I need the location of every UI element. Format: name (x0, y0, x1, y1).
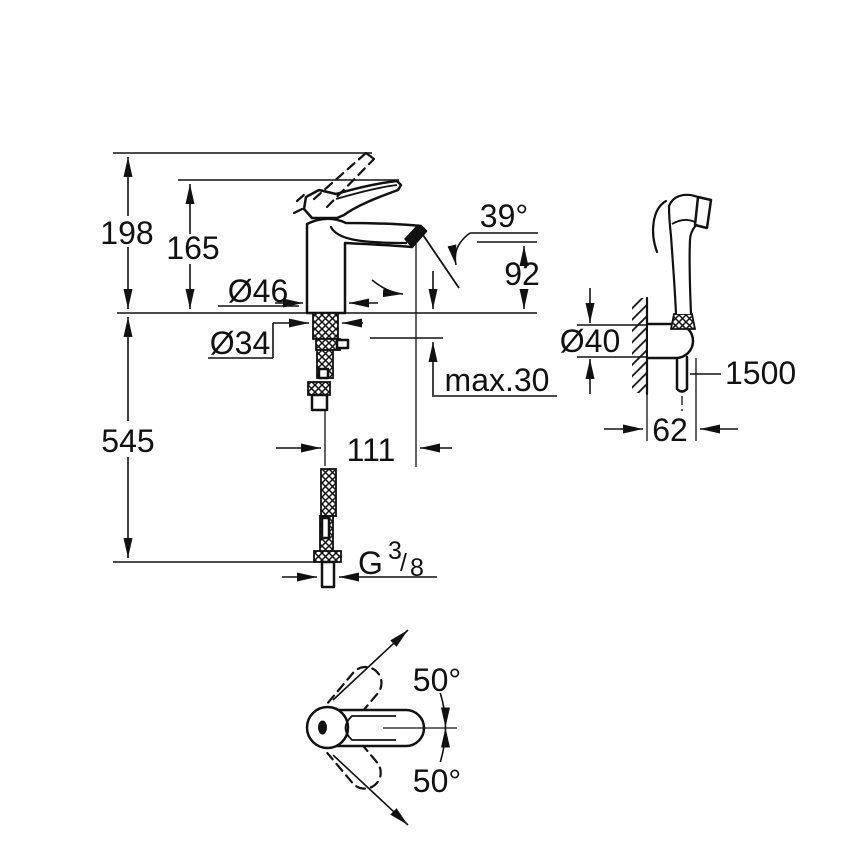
flex-hose-upper (320, 468, 337, 517)
thread-denominator: 8 (410, 554, 424, 582)
top-view-handle-swivel: 50° 50° (305, 629, 461, 826)
shower-hose (675, 355, 689, 393)
hand-sprayer (651, 193, 713, 316)
hose-end-nut (313, 550, 342, 563)
dim-label-spout-reach: 111 (347, 432, 396, 468)
swivel-arc-upper (439, 692, 450, 728)
thread-numerator: 3 (388, 537, 402, 565)
shank-inner-detail (317, 367, 330, 380)
mounting-nut (307, 381, 331, 396)
shank-tab (335, 338, 350, 350)
thread-slash: / (400, 549, 407, 577)
dim-label-outlet-height: 92 (504, 256, 540, 292)
lever-raised-ghost (312, 151, 376, 209)
shower-view-hand-spray: Ø40 1500 62 (560, 193, 796, 448)
dim-label-hose-length: 1500 (725, 355, 796, 391)
thread-size-label: G 3 / 8 (358, 537, 424, 582)
dim-label-max-deck: max.30 (445, 362, 550, 398)
swivel-arc-lower (439, 727, 450, 763)
swivel-limit-line-lower (332, 754, 409, 826)
dim-label-spout-angle: 39° (480, 198, 528, 234)
lever-knob-ghost (292, 192, 307, 215)
dim-label-swivel-upper: 50° (413, 662, 461, 698)
thread-connector-tube (320, 560, 336, 589)
sprayer-grip-left (667, 204, 678, 316)
spout-underside-line (329, 225, 408, 245)
dim-label-shank-diameter: Ø34 (210, 325, 270, 361)
side-view-basin-mixer: 198 165 545 39° 92 (100, 151, 557, 589)
dim-label-lever-height: 165 (166, 230, 219, 266)
handle-blade-inner (344, 715, 396, 741)
dim-label-below-deck: 545 (101, 423, 154, 459)
sprayer-cone-connector (669, 313, 697, 330)
flow-direction-arrow (371, 279, 404, 298)
sprayer-grip-right (688, 223, 698, 316)
threaded-shank-and-hose (307, 312, 350, 589)
faucet-body-outline (305, 217, 428, 315)
dim-label-base-diameter: Ø46 (228, 273, 288, 309)
handle-ghost-lower (326, 731, 382, 790)
hose-coupling (310, 393, 329, 412)
sprayer-trigger-lever (651, 199, 668, 254)
handle-ghost-upper (327, 665, 383, 725)
threaded-shank (312, 312, 339, 340)
dim-label-swivel-lower: 50° (413, 763, 461, 799)
faucet-body (292, 151, 428, 315)
dim-label-total-height: 198 (100, 215, 153, 251)
handle-top-outline (328, 708, 426, 748)
angle-39-arc-arrow (447, 232, 471, 266)
spout-aerator (404, 224, 426, 247)
faucet-lever (302, 179, 403, 220)
pivot-marker-dot (318, 720, 327, 735)
handle-pivot-cap (305, 705, 350, 750)
lever-edge-line (335, 184, 398, 200)
sprayer-head-top (667, 193, 700, 208)
dim-label-wall-projection: 62 (652, 412, 688, 448)
hose-slot-detail (320, 516, 331, 540)
swivel-limit-line-upper (332, 629, 409, 701)
wall-hatching (632, 298, 647, 393)
sprayer-neck-ring (671, 219, 696, 225)
water-stream-line (422, 234, 460, 289)
dim-label-holder-diameter: Ø40 (560, 323, 620, 359)
thread-letter: G (358, 545, 383, 581)
sprayer-face-plate (693, 195, 713, 230)
